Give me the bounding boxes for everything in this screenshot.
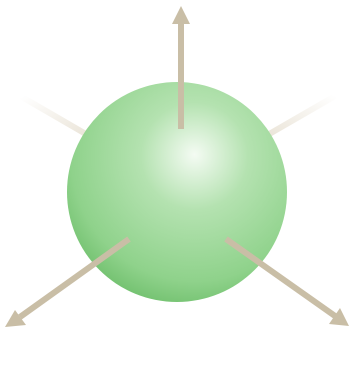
arrowhead-up-icon	[172, 6, 190, 24]
vector-lower-left	[5, 239, 129, 327]
vector-lower-right	[226, 239, 349, 326]
green-sphere	[67, 82, 287, 302]
